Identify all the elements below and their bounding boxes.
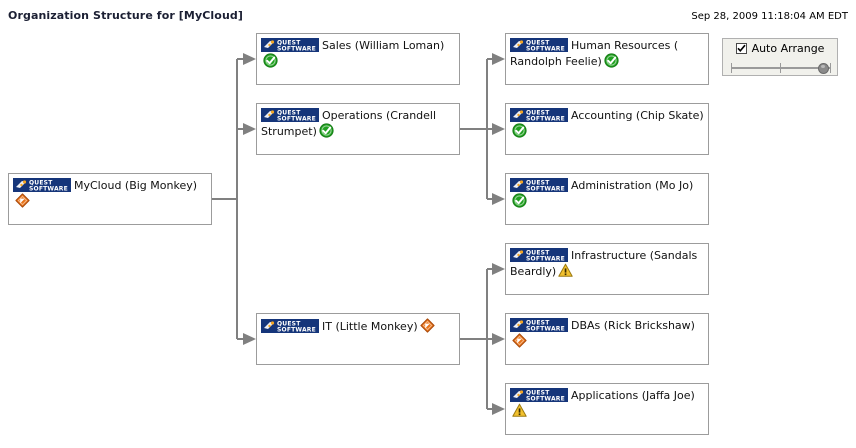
diamond-critical-icon [420,318,435,333]
org-node-label: DBAs (Rick Brickshaw) [571,319,695,332]
zoom-slider-tick-mid [780,63,781,73]
svg-text:SOFTWARE: SOFTWARE [526,395,565,402]
svg-text:SOFTWARE: SOFTWARE [277,115,316,122]
warning-triangle-icon [558,263,573,278]
check-ok-icon [604,53,619,68]
svg-text:QUEST: QUEST [526,40,550,47]
org-node-label: IT (Little Monkey) [322,320,418,333]
svg-text:QUEST: QUEST [277,110,301,117]
org-node-label: Accounting (Chip Skate) [571,109,704,122]
svg-text:SOFTWARE: SOFTWARE [277,326,316,333]
org-node-label: Operations (Crandell Strumpet) [261,109,437,138]
org-node-label: Sales (William Loman) [322,39,445,52]
check-ok-icon [512,193,527,208]
warning-triangle-icon [512,403,527,418]
svg-text:QUEST: QUEST [526,320,550,327]
svg-text:SOFTWARE: SOFTWARE [526,185,565,192]
org-node-label: Human Resources ( Randolph Feelie) [510,39,679,68]
zoom-slider[interactable] [729,61,833,75]
org-node-label: Applications (Jaffa Joe) [571,389,695,402]
timestamp: Sep 28, 2009 11:18:04 AM EDT [691,11,848,22]
svg-text:SOFTWARE: SOFTWARE [526,255,565,262]
svg-text:SOFTWARE: SOFTWARE [526,325,565,332]
check-ok-icon [263,53,278,68]
auto-arrange-checkbox[interactable] [735,43,747,54]
svg-text:SOFTWARE: SOFTWARE [29,185,68,192]
svg-text:QUEST: QUEST [526,180,550,187]
auto-arrange-row[interactable]: Auto Arrange [723,42,837,55]
check-ok-icon [512,123,527,138]
zoom-slider-thumb[interactable] [818,63,829,74]
auto-arrange-label: Auto Arrange [751,42,825,55]
svg-text:SOFTWARE: SOFTWARE [526,115,565,122]
check-ok-icon [319,123,334,138]
diamond-critical-icon [512,333,527,348]
auto-arrange-panel: Auto Arrange [722,38,838,76]
svg-text:QUEST: QUEST [526,390,550,397]
org-node-label: MyCloud (Big Monkey) [74,179,198,192]
page-title: Organization Structure for [MyCloud] [8,9,243,22]
svg-text:QUEST: QUEST [526,250,550,257]
org-node-label: Infrastructure (Sandals Beardly) [510,249,698,278]
diamond-critical-icon [15,193,30,208]
svg-text:QUEST: QUEST [526,110,550,117]
org-node-label: Administration (Mo Jo) [571,179,694,192]
zoom-slider-tick-max [830,63,831,73]
svg-text:SOFTWARE: SOFTWARE [277,45,316,52]
svg-text:SOFTWARE: SOFTWARE [526,45,565,52]
svg-text:QUEST: QUEST [277,40,301,47]
zoom-slider-tick-min [731,63,732,73]
zoom-slider-track[interactable] [731,67,831,69]
svg-text:QUEST: QUEST [29,180,53,187]
svg-text:QUEST: QUEST [277,321,301,328]
